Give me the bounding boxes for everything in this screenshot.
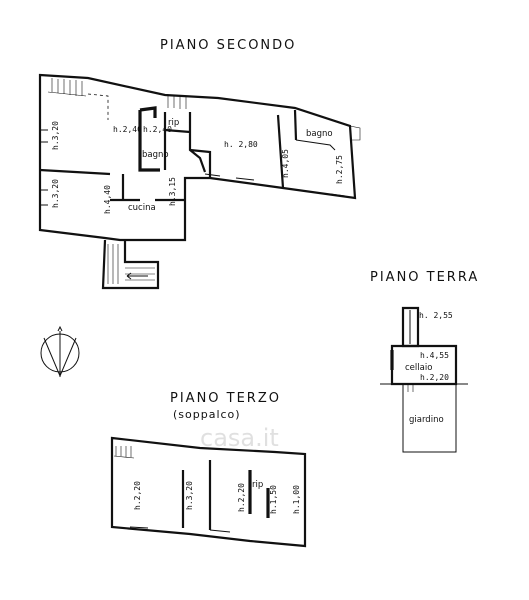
second-floor-entrance-stair bbox=[101, 239, 160, 290]
second-floor-dashed-void bbox=[87, 93, 109, 120]
second-floor-bagno-label: bagno bbox=[142, 150, 169, 160]
second-floor-windows bbox=[40, 129, 346, 206]
third-floor-height-5: h.1,00 bbox=[292, 485, 301, 514]
third-floor-plan bbox=[110, 436, 307, 548]
second-floor-stair-right bbox=[167, 96, 361, 141]
second-floor-bagno2-label: bagno bbox=[306, 129, 333, 139]
third-floor-windows bbox=[129, 526, 231, 533]
ground-floor-giardino-wall bbox=[402, 384, 457, 453]
third-floor-height-1: h.2,20 bbox=[133, 481, 142, 510]
third-floor-rip-label: rip bbox=[252, 480, 263, 490]
third-floor-stair bbox=[113, 446, 135, 459]
second-floor-bathroom-wall bbox=[138, 106, 160, 172]
watermark-logo: casa.it bbox=[200, 424, 279, 452]
second-floor-height-6: h.3,15 bbox=[168, 177, 177, 206]
second-floor-height-3: h.4,40 bbox=[103, 185, 112, 214]
second-floor-height-2: h.3,20 bbox=[51, 179, 60, 208]
ground-floor-height-2: h.4,55 bbox=[420, 351, 449, 360]
second-floor-height-4: h.2,40 bbox=[113, 125, 142, 134]
second-floor-height-9: h.2,75 bbox=[335, 155, 344, 184]
ground-floor-giardino-label: giardino bbox=[409, 415, 444, 425]
second-floor-room-wall bbox=[189, 109, 298, 189]
third-floor-outer-wall bbox=[110, 436, 307, 548]
second-floor-entrance-steps bbox=[107, 244, 155, 284]
third-floor-subtitle: (soppalco) bbox=[173, 408, 241, 421]
second-floor-outer-wall bbox=[38, 73, 357, 242]
second-floor-height-1: h.3,20 bbox=[51, 121, 60, 150]
second-floor-stair-arrow bbox=[126, 272, 148, 280]
third-floor-rip-wall bbox=[248, 470, 270, 518]
second-floor-height-5: h.2,40 bbox=[143, 125, 172, 134]
ground-floor-height-1: h. 2,55 bbox=[419, 311, 453, 320]
second-floor-title: PIANO SECONDO bbox=[160, 38, 296, 53]
second-floor-cucina-label: cucina bbox=[128, 203, 156, 213]
ground-floor-title: PIANO TERRA bbox=[370, 270, 479, 285]
second-floor-stair-top bbox=[47, 78, 87, 97]
second-floor-height-7: h. 2,80 bbox=[224, 140, 258, 149]
third-floor-height-4: h.1,50 bbox=[269, 485, 278, 514]
second-floor-partition-1 bbox=[39, 168, 185, 202]
north-arrow-icon bbox=[40, 325, 80, 378]
third-floor-height-2: h.3,20 bbox=[185, 481, 194, 510]
second-floor-plan bbox=[38, 73, 361, 290]
third-floor-title: PIANO TERZO bbox=[170, 391, 281, 406]
ground-floor-cellaio-label: cellaio bbox=[405, 363, 432, 373]
ground-floor-steps bbox=[407, 384, 414, 392]
ground-floor-plan bbox=[380, 306, 468, 453]
second-floor-bath2-wall bbox=[295, 139, 336, 151]
third-floor-height-3: h.2,20 bbox=[237, 483, 246, 512]
second-floor-rip-wall bbox=[163, 112, 207, 173]
second-floor-height-8: h.4,05 bbox=[281, 149, 290, 178]
second-floor-rip-label: rip bbox=[168, 118, 179, 128]
ground-floor-height-3: h.2,20 bbox=[420, 373, 449, 382]
